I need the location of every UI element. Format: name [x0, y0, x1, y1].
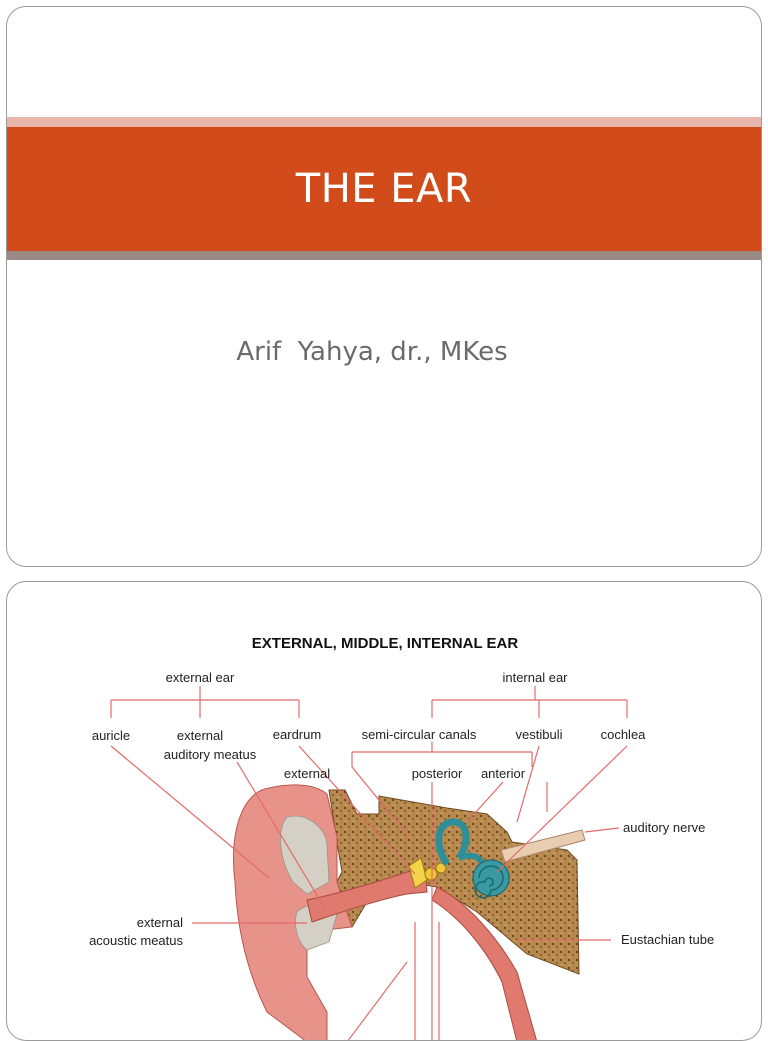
- label-cochlea: cochlea: [601, 727, 647, 742]
- label-anterior: anterior: [481, 766, 526, 781]
- label-external-auditory-meatus-line1: external: [177, 728, 223, 743]
- eardrum-shape: [408, 857, 428, 889]
- ear-anatomy-diagram: EXTERNAL, MIDDLE, INTERNAL EAR: [89, 635, 714, 1040]
- author-subtitle: Arif Yahya, dr., MKes: [236, 337, 508, 367]
- semicircular-bracket: [351, 742, 533, 767]
- label-semi-circular-canals: semi-circular canals: [362, 727, 477, 742]
- label-external-auditory-meatus-line2: auditory meatus: [164, 747, 257, 762]
- label-eardrum: eardrum: [273, 727, 321, 742]
- title-slide: THE EAR Arif Yahya, dr., MKes: [6, 6, 762, 567]
- auditory-nerve-shape: [500, 829, 586, 863]
- title-band-top-stripe: [7, 117, 761, 127]
- label-internal-ear: internal ear: [502, 670, 568, 685]
- label-eustachian-tube: Eustachian tube: [621, 932, 714, 947]
- label-external-acoustic-meatus-line1: external: [137, 915, 183, 930]
- ear-illustration: [233, 784, 586, 1040]
- external-ear-bracket: [110, 686, 300, 718]
- eustachian-tube-shape: [431, 886, 537, 1040]
- diagram-title: EXTERNAL, MIDDLE, INTERNAL EAR: [252, 635, 519, 652]
- label-external-acoustic-meatus-line2: acoustic meatus: [89, 933, 183, 948]
- label-auditory-nerve: auditory nerve: [623, 820, 705, 835]
- title-band: THE EAR: [7, 127, 761, 251]
- label-auricle: auricle: [92, 728, 130, 743]
- label-posterior: posterior: [412, 766, 463, 781]
- semicircular-canals: [435, 818, 470, 866]
- temporal-bone: [326, 789, 580, 975]
- slide-title: THE EAR: [295, 166, 473, 212]
- label-external-canal: external: [284, 766, 330, 781]
- label-vestibuli: vestibuli: [516, 727, 563, 742]
- diagram-slide: EXTERNAL, MIDDLE, INTERNAL EAR: [6, 581, 762, 1041]
- title-band-bottom-stripe: [7, 251, 761, 260]
- internal-ear-bracket: [431, 686, 628, 718]
- label-external-ear: external ear: [166, 670, 235, 685]
